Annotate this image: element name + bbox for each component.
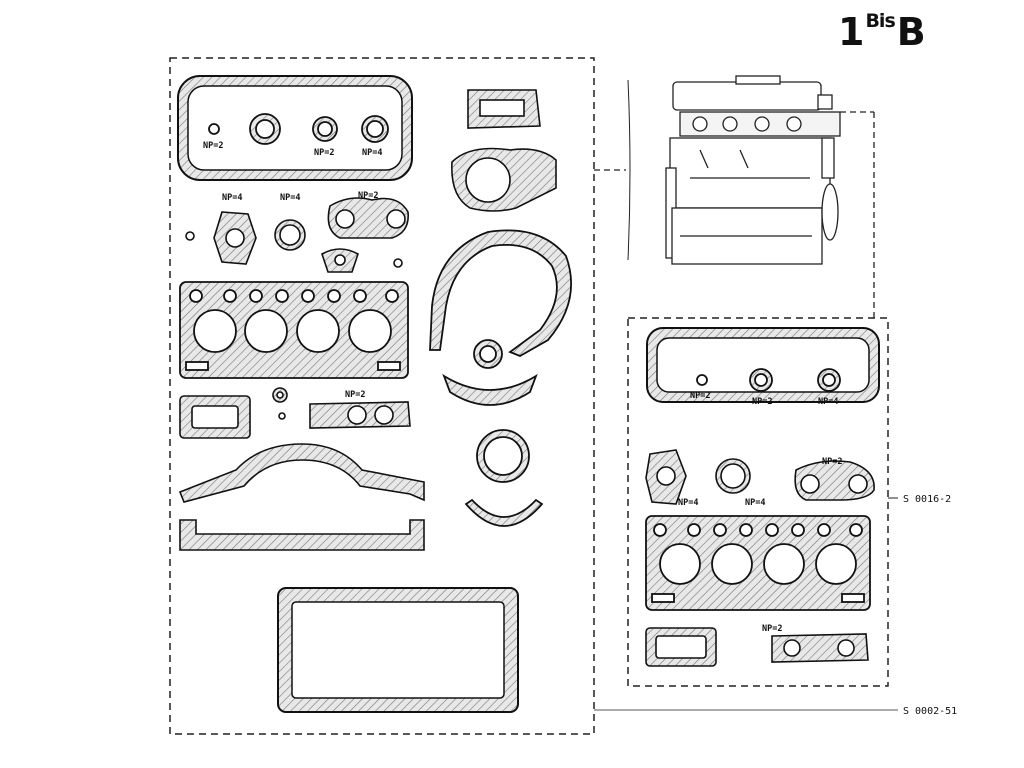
label-left-row2-right: NP=2 — [358, 191, 378, 201]
complete-set-frame — [169, 57, 595, 735]
ref-top-end-set: S 0016-2 — [903, 494, 951, 505]
label-left-row2-left: NP=4 — [222, 193, 242, 203]
engine-illustration — [665, 75, 841, 265]
label-right-cover-small: NP=2 — [690, 391, 710, 401]
right-row2-gaskets — [645, 449, 875, 505]
small-gaskets — [179, 387, 411, 439]
page-title-superscript: Bis — [865, 10, 895, 32]
sump-gasket — [277, 587, 519, 713]
label-right-cover-right: NP=4 — [818, 397, 838, 407]
right-small-gaskets — [645, 627, 869, 667]
label-left-cover-mid: NP=2 — [314, 148, 334, 158]
crank-seals — [442, 373, 544, 527]
label-right-ring-mid: NP=4 — [745, 498, 765, 508]
sump-strips — [178, 443, 425, 551]
label-left-row2-mid: NP=4 — [280, 193, 300, 203]
label-right-flange-left: NP=4 — [678, 498, 698, 508]
label-left-cover-right: NP=4 — [362, 148, 382, 158]
right-cover-seals — [696, 368, 841, 392]
water-pump-gaskets — [451, 89, 557, 212]
top-end-set-frame — [627, 317, 889, 687]
page-title-suffix: B — [896, 10, 926, 54]
rocker-cover-gasket — [177, 75, 413, 181]
timing-cover-gasket — [429, 229, 572, 369]
page-title-number: 1 — [838, 10, 864, 54]
row2-gaskets — [185, 197, 409, 273]
cover-seals — [208, 113, 389, 145]
cylinder-head-gasket — [179, 281, 409, 379]
leader-lines — [594, 79, 898, 711]
label-right-plate-right: NP=2 — [822, 457, 842, 467]
label-right-manifold: NP=2 — [762, 624, 782, 634]
label-right-cover-mid: NP=2 — [752, 397, 772, 407]
label-left-manifold: NP=2 — [345, 390, 365, 400]
label-left-cover-small: NP=2 — [203, 141, 223, 151]
right-cylinder-head-gasket — [645, 515, 871, 611]
ref-complete-set: S 0002-51 — [903, 706, 957, 717]
